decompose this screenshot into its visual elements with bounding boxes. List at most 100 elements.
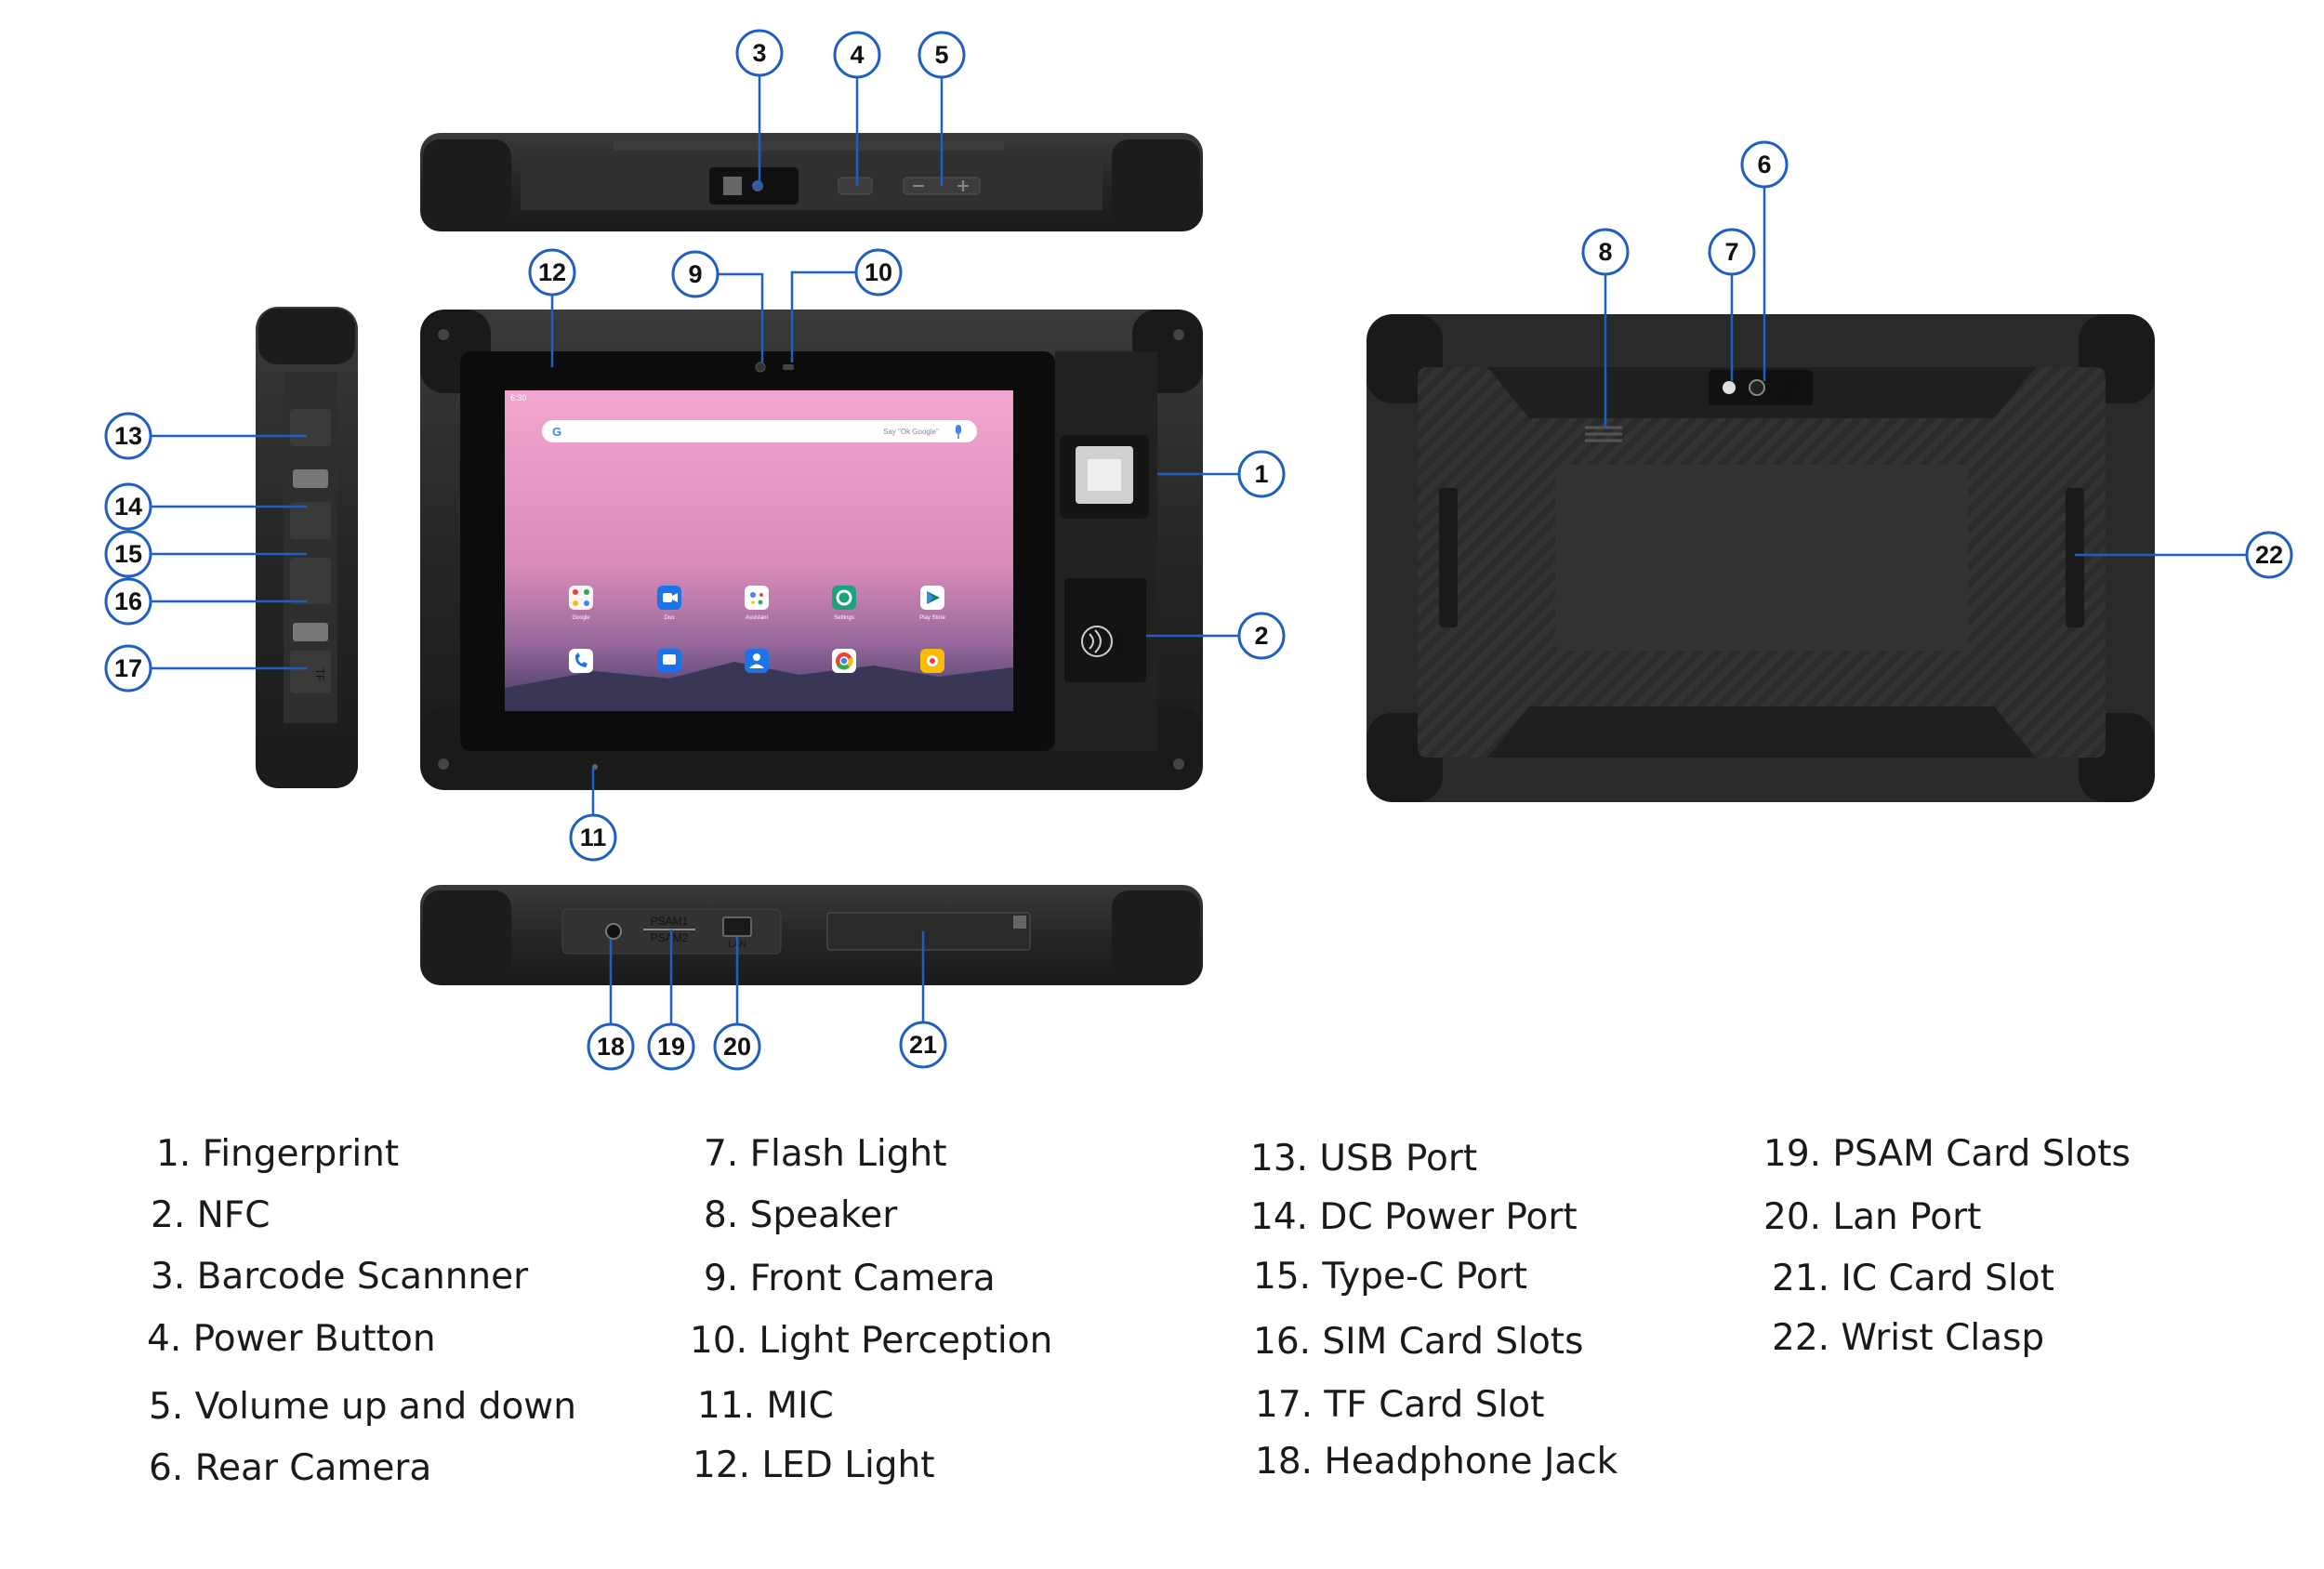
callout-number: 12 — [538, 258, 566, 286]
mic-icon — [956, 425, 961, 439]
app-assistant[interactable]: Assistant — [745, 586, 769, 621]
callout-number: 14 — [114, 493, 142, 521]
camera-app-icon[interactable] — [920, 649, 944, 673]
speaker-grille — [1585, 426, 1622, 442]
lan-port — [722, 916, 752, 937]
callout-circle — [1740, 140, 1789, 189]
barcode-scanner-window — [709, 167, 799, 204]
callout-number: 7 — [1724, 238, 1738, 266]
app-play-store[interactable]: Play Store — [919, 586, 945, 621]
nfc-icon — [1089, 629, 1102, 653]
callout-circle — [854, 248, 903, 297]
camera-mp: 13.0 — [1779, 380, 1798, 390]
chrome-icon[interactable] — [832, 649, 856, 673]
callout-number: 2 — [1254, 622, 1268, 650]
callout-circle — [104, 577, 152, 626]
callout-circle — [569, 813, 617, 862]
legend-item: 2. NFC — [151, 1194, 271, 1236]
camera-mega: MEGA — [1780, 393, 1797, 399]
callout-circle — [587, 1022, 635, 1071]
left-side-view: TF — [256, 307, 358, 788]
callout-number: 15 — [114, 540, 142, 568]
callout-number: 3 — [752, 39, 766, 67]
legend-item: 9. Front Camera — [704, 1258, 996, 1299]
leader-line — [790, 270, 855, 363]
callout-number: 16 — [114, 587, 142, 615]
app-label: Assistant — [746, 615, 769, 621]
rear-camera-lens — [1749, 379, 1765, 396]
callout-circle — [647, 1022, 695, 1071]
status-time: 6:30 — [510, 393, 527, 402]
legend-item: 21. IC Card Slot — [1772, 1258, 2054, 1299]
callout-number: 17 — [114, 654, 142, 682]
callout-number: 8 — [1598, 238, 1612, 266]
psam1-label: PSAM1 — [651, 915, 689, 928]
app-label: Google — [572, 615, 590, 621]
rear-camera-module: 13.0 MEGA — [1709, 370, 1813, 405]
callout-circle — [104, 530, 152, 578]
callout-circle — [671, 250, 720, 298]
callout-circle — [918, 31, 966, 79]
app-google-folder[interactable]: Google — [569, 586, 593, 621]
legend-item: 5. Volume up and down — [149, 1386, 576, 1428]
legend-item: 12. LED Light — [693, 1444, 935, 1486]
tf-slot-cover — [290, 651, 331, 693]
light-sensor — [783, 364, 794, 370]
callout-number: 13 — [114, 422, 142, 450]
legend-item: 4. Power Button — [147, 1318, 436, 1360]
app-settings[interactable]: Settings — [832, 586, 856, 621]
callout-circle — [104, 412, 152, 460]
front-view: 6:30 G Say "Ok Google" Google — [420, 310, 1203, 790]
legend-item: 1. Fingerprint — [156, 1133, 400, 1175]
legend-item: 6. Rear Camera — [149, 1447, 432, 1489]
google-logo: G — [552, 425, 561, 439]
callout-number: 5 — [934, 41, 948, 69]
contacts-icon[interactable] — [745, 649, 769, 673]
legend-item: 19. PSAM Card Slots — [1763, 1133, 2131, 1175]
legend-item: 17. TF Card Slot — [1255, 1384, 1545, 1426]
callout-circle — [1237, 612, 1286, 660]
legend-item: 11. MIC — [697, 1385, 834, 1427]
callout-number: 1 — [1254, 460, 1268, 488]
callout-number: 22 — [2255, 541, 2283, 569]
power-button — [838, 177, 873, 195]
app-duo[interactable]: Duo — [657, 586, 681, 621]
callout-circle — [735, 29, 784, 77]
search-placeholder: Say "Ok Google" — [883, 428, 939, 436]
type-c-port-cover — [290, 502, 331, 539]
ic-card-slot — [826, 912, 1031, 951]
search-bar[interactable]: G Say "Ok Google" — [542, 420, 977, 442]
front-camera — [755, 362, 766, 373]
headphone-jack — [605, 923, 622, 940]
bottom-edge-view: PSAM1 PSAM2 LAN — [420, 885, 1203, 985]
app-label: Play Store — [919, 615, 945, 621]
wrist-clasp-left — [1439, 488, 1458, 627]
usb-port-cover — [290, 409, 331, 446]
callout-number: 19 — [657, 1033, 685, 1061]
app-dock — [569, 649, 944, 673]
legend-item: 10. Light Perception — [690, 1320, 1053, 1362]
app-label: Settings — [834, 615, 854, 621]
app-row-1: Google Duo Assistant Setting — [569, 586, 945, 621]
callout-circle — [1581, 228, 1630, 276]
legend-item: 15. Type-C Port — [1253, 1256, 1528, 1298]
messages-icon[interactable] — [657, 649, 681, 673]
callout-circle — [713, 1022, 761, 1071]
tf-label: TF — [313, 668, 326, 682]
wrist-clasp-right — [2066, 488, 2084, 627]
home-screen: 6:30 G Say "Ok Google" Google — [505, 390, 1013, 711]
callout-circle — [833, 31, 881, 79]
flash-light — [1723, 381, 1736, 394]
top-edge-view — [420, 133, 1203, 231]
callout-number: 9 — [688, 260, 702, 288]
callout-number: 18 — [597, 1033, 625, 1061]
phone-icon[interactable] — [569, 649, 593, 673]
legend-item: 14. DC Power Port — [1250, 1196, 1578, 1238]
callout-circle — [528, 248, 576, 297]
legend-item: 8. Speaker — [704, 1194, 898, 1236]
psam2-label: PSAM2 — [651, 931, 689, 944]
legend-item: 22. Wrist Clasp — [1772, 1317, 2045, 1359]
callout-number: 4 — [850, 41, 864, 69]
